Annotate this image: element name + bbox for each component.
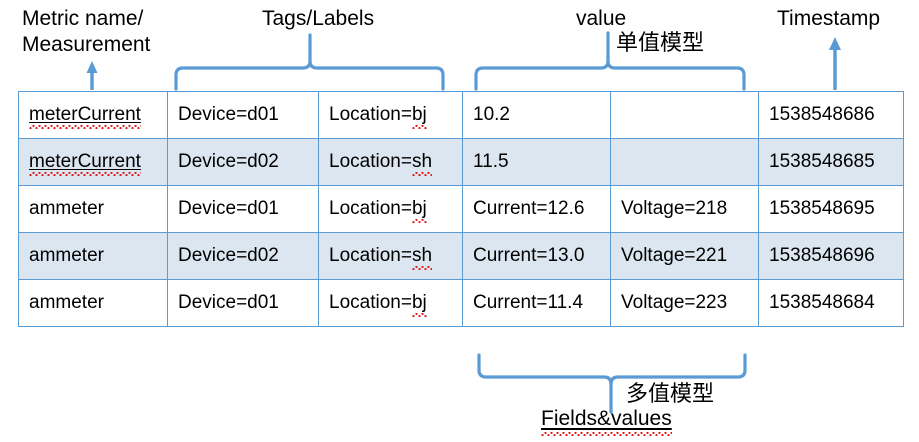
cell-tag1: Device=d02 xyxy=(167,138,319,186)
tags-labels-brace-icon xyxy=(174,33,445,91)
field2-value: Voltage=221 xyxy=(621,245,728,266)
cell-metric: meterCurrent xyxy=(18,138,168,186)
tag1-value: Device=d01 xyxy=(178,292,279,313)
field1-value: Current=12.6 xyxy=(473,198,585,219)
field2-value: Voltage=223 xyxy=(621,292,728,313)
annotation-tags-labels-label: Tags/Labels xyxy=(262,7,375,30)
cell-tag2: Location=sh xyxy=(318,138,463,186)
cell-field1: 11.5 xyxy=(462,138,611,186)
table-row: ammeter Device=d01 Location=bj Current=1… xyxy=(18,279,904,327)
cell-field2 xyxy=(610,138,759,186)
field1-value: 11.5 xyxy=(473,151,509,172)
cell-field1: Current=11.4 xyxy=(462,279,611,327)
metric-value: ammeter xyxy=(29,292,104,313)
annotation-timestamp-label: Timestamp xyxy=(777,7,881,30)
cell-tag1: Device=d01 xyxy=(167,91,319,139)
cell-tag1: Device=d01 xyxy=(167,185,319,233)
table-row: ammeter Device=d02 Location=sh Current=1… xyxy=(18,232,904,280)
tag1-value: Device=d01 xyxy=(178,104,279,125)
metric-name-arrow-icon xyxy=(86,61,98,90)
metric-value: meterCurrent xyxy=(29,104,141,129)
timestamp-arrow-icon xyxy=(829,37,841,90)
cell-tag2: Location=bj xyxy=(318,91,463,139)
cell-field2 xyxy=(610,91,759,139)
cell-tag1: Device=d02 xyxy=(167,232,319,280)
tag2-prefix: Location= xyxy=(329,151,412,172)
cell-field2: Voltage=218 xyxy=(610,185,759,233)
cell-timestamp: 1538548685 xyxy=(758,138,904,186)
field1-value: Current=13.0 xyxy=(473,245,585,266)
metric-value: ammeter xyxy=(29,198,104,219)
timestamp-value: 1538548696 xyxy=(769,245,875,266)
cell-field1: 10.2 xyxy=(462,91,611,139)
cell-field1: Current=13.0 xyxy=(462,232,611,280)
table-row: meterCurrent Device=d01 Location=bj 10.2… xyxy=(18,91,904,139)
tag2-value: bj xyxy=(411,198,427,223)
annotation-value-label: value xyxy=(576,7,627,30)
tag2-value: bj xyxy=(411,292,427,317)
metrics-table: meterCurrent Device=d01 Location=bj 10.2… xyxy=(18,91,904,327)
timestamp-value: 1538548686 xyxy=(769,104,875,125)
cell-field2: Voltage=221 xyxy=(610,232,759,280)
tag2-value: sh xyxy=(411,245,433,270)
cell-tag2: Location=bj xyxy=(318,279,463,327)
cell-field1: Current=12.6 xyxy=(462,185,611,233)
timestamp-value: 1538548695 xyxy=(769,198,875,219)
metric-value: meterCurrent xyxy=(29,151,141,176)
tag2-prefix: Location= xyxy=(329,245,412,266)
annotation-multi-value-model-label: 多值模型 xyxy=(626,382,715,407)
cell-metric: ammeter xyxy=(18,185,168,233)
cell-tag2: Location=sh xyxy=(318,232,463,280)
table-row: meterCurrent Device=d02 Location=sh 11.5… xyxy=(18,138,904,186)
annotation-fields-and-values-label: Fields&values xyxy=(541,407,672,436)
cell-tag2: Location=bj xyxy=(318,185,463,233)
annotation-single-value-model-label: 单值模型 xyxy=(616,31,705,56)
tag2-prefix: Location= xyxy=(329,198,412,219)
tag2-value: bj xyxy=(411,104,427,129)
cell-metric: ammeter xyxy=(18,232,168,280)
tag1-value: Device=d02 xyxy=(178,245,279,266)
field1-value: 10.2 xyxy=(473,104,510,125)
cell-tag1: Device=d01 xyxy=(167,279,319,327)
cell-metric: ammeter xyxy=(18,279,168,327)
tag1-value: Device=d01 xyxy=(178,198,279,219)
cell-timestamp: 1538548695 xyxy=(758,185,904,233)
cell-timestamp: 1538548686 xyxy=(758,91,904,139)
tag2-prefix: Location= xyxy=(329,292,412,313)
timestamp-value: 1538548684 xyxy=(769,292,875,313)
timestamp-value: 1538548685 xyxy=(769,151,875,172)
metric-value: ammeter xyxy=(29,245,104,266)
field2-value: Voltage=218 xyxy=(621,198,728,219)
table-row: ammeter Device=d01 Location=bj Current=1… xyxy=(18,185,904,233)
cell-field2: Voltage=223 xyxy=(610,279,759,327)
annotation-metric-name-label: Metric name/ Measurement xyxy=(22,7,151,56)
cell-timestamp: 1538548684 xyxy=(758,279,904,327)
cell-metric: meterCurrent xyxy=(18,91,168,139)
tag2-prefix: Location= xyxy=(329,104,412,125)
tag1-value: Device=d02 xyxy=(178,151,279,172)
tag2-value: sh xyxy=(411,151,433,176)
field1-value: Current=11.4 xyxy=(473,292,584,313)
cell-timestamp: 1538548696 xyxy=(758,232,904,280)
metrics-table-container: meterCurrent Device=d01 Location=bj 10.2… xyxy=(18,91,904,327)
